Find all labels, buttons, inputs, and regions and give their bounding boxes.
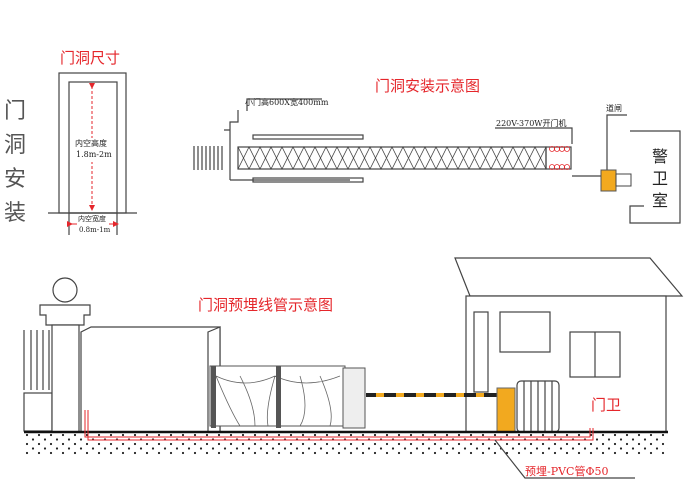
svg-text:0.8m-1m: 0.8m-1m [79,226,111,234]
svg-text:室: 室 [652,191,668,210]
svg-text:警: 警 [652,147,668,166]
conduit-elevation-diagram: 门洞预埋线管示意图 门卫 预埋-PVC管Φ50 [23,257,684,479]
barrier-gate [496,387,516,433]
svg-text:道闸: 道闸 [606,103,622,113]
svg-text:门: 门 [4,99,26,124]
svg-text:装: 装 [4,201,26,226]
svg-text:门洞尺寸: 门洞尺寸 [60,49,120,67]
svg-text:门洞安装示意图: 门洞安装示意图 [375,77,480,95]
side-title: 门 洞 安 装 [4,99,26,226]
svg-text:220V-370W开门机: 220V-370W开门机 [496,118,567,128]
barrier-box [600,169,617,192]
svg-text:小门高600X宽400mm: 小门高600X宽400mm [245,97,329,107]
scissor-lattice [237,146,547,170]
svg-text:门洞预埋线管示意图: 门洞预埋线管示意图 [198,296,333,314]
height-value: 1.8m-2m [76,150,112,159]
svg-text:安: 安 [4,167,26,192]
height-label: 内空高度 [75,138,107,148]
svg-text:内空宽度: 内空宽度 [78,214,106,223]
svg-text:预埋-PVC管Φ50: 预埋-PVC管Φ50 [525,464,609,478]
door-size-diagram: 门洞尺寸 内空高度 1.8m-2m 内空宽度 0.8m-1m [48,49,137,235]
svg-text:门卫: 门卫 [591,396,621,414]
install-plan-diagram: 门洞安装示意图 小门高600X宽400mm 220V-370W开门机 道闸 警 … [193,77,681,224]
svg-text:洞: 洞 [4,133,26,158]
svg-text:卫: 卫 [652,169,668,188]
